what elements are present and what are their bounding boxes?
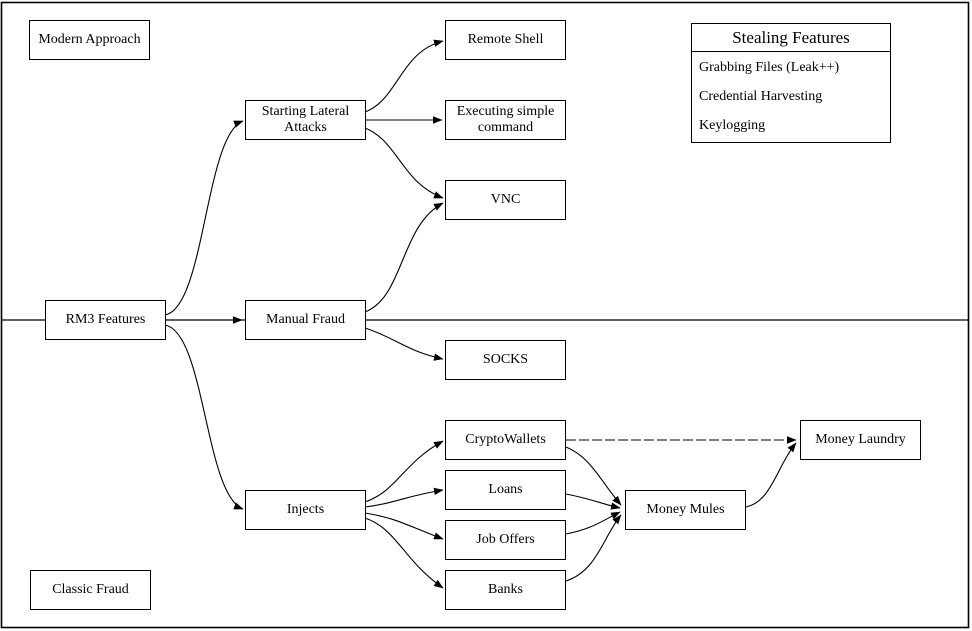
node-job-offers: Job Offers [445,520,566,560]
node-loans: Loans [445,470,566,510]
edge-injects-to-banks [364,517,444,589]
node-manual-fraud: Manual Fraud [245,300,366,340]
edge-injects-to-cryptowallets [364,440,444,503]
edge-manual-fraud-to-socks [364,327,444,361]
node-injects: Injects [245,490,366,530]
edge-starting-lateral-to-remote-shell [364,39,444,113]
stealing-feature-item: Credential Harvesting [699,88,823,104]
edge-banks-to-money-mules [565,514,622,582]
edge-starting-lateral-to-vnc [364,127,444,199]
stealing-features-title: Stealing Features [692,24,890,52]
section-label-modern-approach: Modern Approach [29,20,150,60]
stealing-feature-item: Keylogging [699,117,766,133]
edge-job-offers-to-money-mules [565,511,621,535]
edge-injects-to-loans [364,487,444,508]
edge-manual-fraud-to-vnc [364,202,444,313]
node-money-laundry: Money Laundry [800,420,921,460]
section-label-classic-fraud: Classic Fraud [30,570,151,610]
edge-rm3-to-starting-lateral-attacks [164,120,244,316]
edge-loans-to-money-mules [565,493,621,510]
stealing-feature-item: Grabbing Files (Leak++) [699,60,840,76]
node-starting-lateral-attacks: Starting Lateral Attacks [245,100,366,140]
node-money-mules: Money Mules [625,490,746,530]
node-vnc: VNC [445,180,566,220]
node-cryptowallets: CryptoWallets [445,420,566,460]
edge-money-mules-to-money-laundry [745,442,797,508]
node-socks: SOCKS [445,340,566,380]
node-executing-simple-command: Executing simple command [445,100,566,140]
edge-rm3-to-injects [164,324,244,510]
node-banks: Banks [445,570,566,610]
stealing-features-list: Grabbing Files (Leak++) Credential Harve… [692,52,890,142]
node-remote-shell: Remote Shell [445,20,566,60]
stealing-features-panel: Stealing Features Grabbing Files (Leak++… [691,23,891,143]
edge-injects-to-job-offers [364,512,444,540]
edge-cryptowallets-to-money-mules [565,446,622,506]
node-rm3-features: RM3 Features [45,300,166,340]
